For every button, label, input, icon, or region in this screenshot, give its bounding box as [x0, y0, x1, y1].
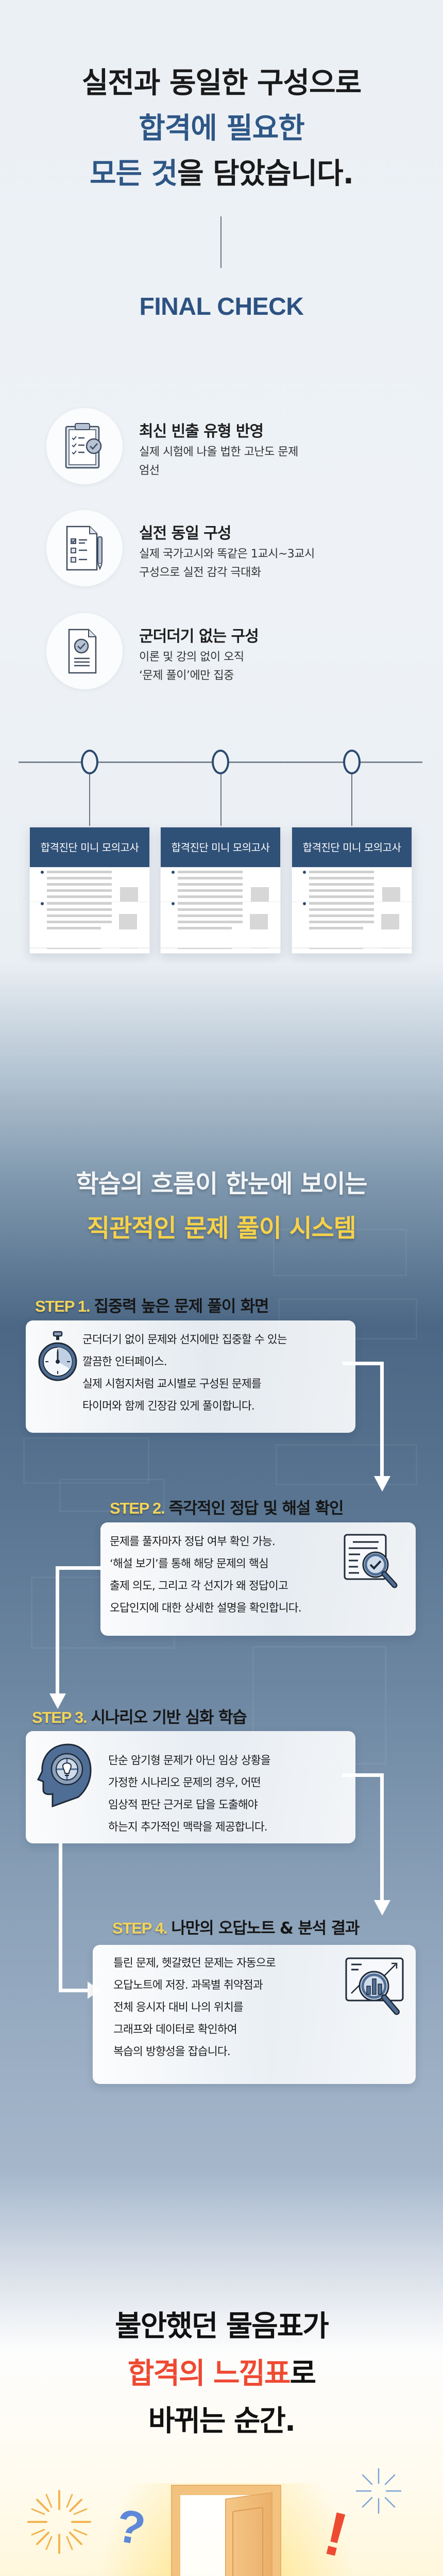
moment-highlight: 합격의 느낌표	[127, 2357, 291, 2391]
system-title-line-1: 학습의 흐름이 한눈에 보이는	[76, 1170, 367, 1198]
feature-desc: 이론 및 강의 없이 오직 ‘문제 풀이’에만 집중	[139, 651, 244, 682]
hero-line-3-rest: 을 담았습니다.	[177, 157, 354, 191]
hero-line-1: 실전과 동일한 구성으로	[81, 66, 362, 100]
step-title: 나만의 오답노트 & 분석 결과	[171, 1919, 360, 1938]
step-title: 집중력 높은 문제 풀이 화면	[94, 1297, 269, 1316]
bg-flow-box	[23, 1437, 149, 1484]
step-title: 시나리오 기반 심화 학습	[91, 1708, 247, 1727]
feature-item: 최신 빈출 유형 반영 실제 시험에 나올 법한 고난도 문제 엄선	[46, 408, 397, 485]
step-number: STEP 1.	[35, 1297, 91, 1315]
hero-title: 실전과 동일한 구성으로 합격에 필요한 모든 것을 담았습니다.	[0, 61, 443, 197]
feature-icon-circle	[46, 408, 123, 484]
feature-title: 최신 빈출 유형 반영	[139, 422, 264, 440]
head-gear-lightbulb-icon	[37, 1743, 92, 1808]
timeline-node	[343, 750, 361, 774]
open-door-icon	[225, 2492, 272, 2576]
divider-line	[220, 216, 222, 268]
flow-arrow	[59, 1843, 62, 1992]
system-title: 학습의 흐름이 한눈에 보이는 직관적인 문제 풀이 시스템	[0, 1162, 443, 1250]
arrow-down-icon	[374, 1900, 390, 1916]
flow-arrow	[342, 1773, 383, 1777]
moment-title-line-2-rest: 로	[289, 2357, 317, 2391]
burst-icon	[27, 2490, 91, 2554]
timeline-stem	[220, 774, 222, 826]
bg-flow-box	[273, 1229, 407, 1276]
step-2-card: 문제를 풀자마자 정답 여부 확인 가능. ‘해설 보기’를 통해 해당 문제의…	[100, 1522, 416, 1636]
step-3-text: 단순 암기형 문제가 아닌 임상 상황을 가정한 시나리오 문제의 경우, 어떤…	[108, 1754, 271, 1834]
feature-icon-circle	[46, 510, 123, 586]
arrow-down-icon	[49, 1693, 66, 1709]
moment-title-line-1: 불안했던 물음표가	[115, 2310, 329, 2343]
door-panel	[232, 2506, 263, 2576]
sheet-header: 합격진단 미니 모의고사	[292, 827, 412, 868]
sheet-header: 합격진단 미니 모의고사	[30, 827, 149, 868]
document-checklist-pen-icon	[66, 526, 103, 571]
step-4-heading: STEP 4.나만의 오답노트 & 분석 결과	[112, 1915, 360, 1938]
step-2-heading: STEP 2.즉각적인 정답 및 해설 확인	[110, 1495, 344, 1518]
bg-flow-box	[276, 1444, 417, 1485]
moment-title-line-3: 바뀌는 순간.	[148, 2404, 296, 2438]
document-check-icon	[68, 629, 97, 674]
step-1-card: 군더더기 없이 문제와 선지에만 집중할 수 있는 깔끔한 인터페이스. 실제 …	[26, 1320, 355, 1433]
hero-highlight: 모든 것	[90, 157, 178, 191]
flow-arrow	[56, 1566, 59, 1700]
hero-line-3: 모든 것을 담았습니다.	[0, 151, 443, 197]
feature-item: 실전 동일 구성 실제 국가고시와 똑같은 1교시~3교시 구성으로 실전 감각…	[46, 510, 397, 587]
final-check-title: FINAL CHECK	[139, 293, 304, 320]
step-number: STEP 2.	[110, 1499, 165, 1517]
flow-arrow	[380, 1362, 384, 1478]
step-number: STEP 3.	[32, 1708, 88, 1726]
hero-line-2: 합격에 필요한	[139, 112, 305, 145]
document-magnifier-check-icon	[344, 1534, 398, 1588]
moment-title-line-2: 합격의 느낌표로	[0, 2350, 443, 2398]
step-4-card: 틀린 문제, 헷갈렸던 문제는 자동으로 오답노트에 저장. 과목별 취약점과 …	[93, 1945, 416, 2084]
step-3-card: 단순 암기형 문제가 아닌 임상 상황을 가정한 시나리오 문제의 경우, 어떤…	[26, 1731, 355, 1843]
flow-arrow	[380, 1773, 384, 1902]
step-1-heading: STEP 1.집중력 높은 문제 풀이 화면	[35, 1293, 269, 1316]
chart-magnifier-icon	[345, 1957, 404, 2015]
feature-title: 실전 동일 구성	[139, 524, 231, 543]
timeline-node	[81, 750, 98, 774]
arrow-down-icon	[374, 1476, 390, 1492]
flow-arrow	[343, 1362, 384, 1365]
step-3-heading: STEP 3.시나리오 기반 심화 학습	[32, 1704, 247, 1727]
feature-desc: 실제 시험에 나올 법한 고난도 문제 엄선	[139, 446, 298, 477]
bg-flow-box	[59, 1479, 165, 1512]
feature-item: 군더더기 없는 구성 이론 및 강의 없이 오직 ‘문제 풀이’에만 집중	[46, 613, 397, 690]
timeline-stem	[351, 774, 352, 826]
feature-title: 군더더기 없는 구성	[139, 628, 259, 646]
stopwatch-icon	[38, 1331, 77, 1381]
timeline-stem	[89, 774, 90, 826]
timeline-node	[212, 750, 229, 774]
step-2-text: 문제를 풀자마자 정답 여부 확인 가능. ‘해설 보기’를 통해 해당 문제의…	[110, 1535, 302, 1615]
clipboard-check-icon	[65, 423, 102, 469]
burst-icon	[355, 2468, 402, 2514]
moment-title: 불안했던 물음표가 합격의 느낌표로 바뀌는 순간.	[0, 2303, 443, 2445]
feature-icon-circle	[46, 613, 123, 689]
step-title: 즉각적인 정답 및 해설 확인	[168, 1499, 344, 1518]
system-title-line-2: 직관적인 문제 풀이 시스템	[87, 1214, 356, 1243]
step-1-text: 군더더기 없이 문제와 선지에만 집중할 수 있는 깔끔한 인터페이스. 실제 …	[82, 1333, 287, 1413]
step-number: STEP 4.	[112, 1919, 168, 1937]
flow-arrow	[56, 1566, 101, 1570]
feature-desc: 실제 국가고시와 똑같은 1교시~3교시 구성으로 실전 감각 극대화	[139, 548, 315, 579]
sheet-bottom-pages	[29, 902, 413, 948]
sheet-header: 합격진단 미니 모의고사	[161, 827, 280, 868]
step-4-text: 틀린 문제, 헷갈렸던 문제는 자동으로 오답노트에 저장. 과목별 취약점과 …	[113, 1957, 276, 2058]
flow-arrow	[59, 1989, 90, 1992]
